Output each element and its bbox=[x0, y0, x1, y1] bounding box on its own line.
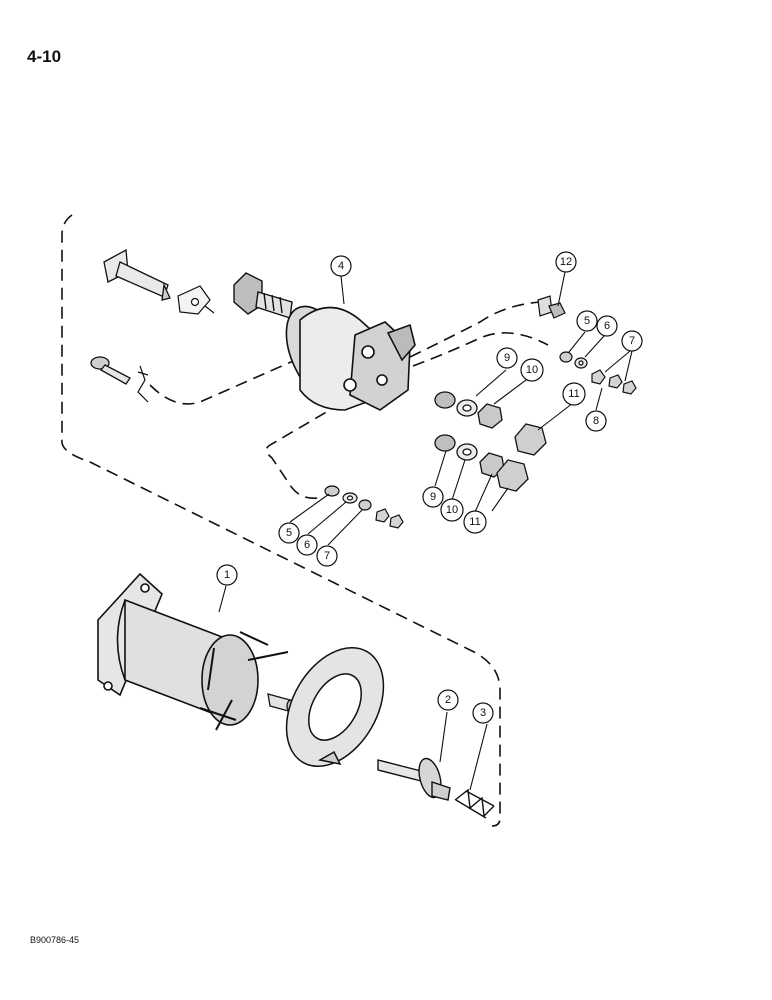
callout-8: 8 bbox=[585, 410, 607, 432]
spring bbox=[454, 788, 495, 819]
callout-4: 4 bbox=[330, 255, 352, 277]
svg-text:6: 6 bbox=[304, 539, 310, 551]
plunger bbox=[377, 757, 451, 801]
svg-text:4: 4 bbox=[338, 260, 344, 272]
contact-disk bbox=[285, 646, 385, 768]
lock-tab bbox=[177, 285, 215, 315]
svg-text:7: 7 bbox=[324, 550, 330, 562]
callout-6-upper: 6 bbox=[596, 315, 618, 337]
screw-left bbox=[90, 356, 131, 385]
callouts: 1 2 3 4 5 6 7 8 9 10 11 12 9 10 11 5 6 7 bbox=[216, 251, 643, 724]
callout-10-upper: 10 bbox=[520, 358, 544, 382]
callout-3: 3 bbox=[472, 702, 494, 724]
callout-11-lower: 11 bbox=[463, 510, 487, 534]
svg-text:3: 3 bbox=[480, 707, 486, 719]
svg-text:11: 11 bbox=[568, 388, 579, 400]
leader-lines bbox=[218, 271, 633, 791]
assembly-dash-lines bbox=[61, 214, 549, 827]
svg-text:1: 1 bbox=[224, 569, 230, 581]
callout-1: 1 bbox=[216, 564, 238, 586]
solenoid-cap bbox=[285, 305, 416, 411]
svg-text:8: 8 bbox=[593, 415, 599, 427]
svg-text:6: 6 bbox=[604, 320, 610, 332]
callout-5-upper: 5 bbox=[576, 310, 598, 332]
callout-10-lower: 10 bbox=[440, 498, 464, 522]
svg-text:12: 12 bbox=[560, 256, 572, 268]
svg-text:10: 10 bbox=[526, 364, 538, 376]
svg-text:2: 2 bbox=[445, 694, 451, 706]
hardware-lower-small bbox=[324, 485, 404, 529]
callout-9-upper: 9 bbox=[496, 347, 518, 369]
screw-12 bbox=[537, 295, 566, 319]
callout-7-upper: 7 bbox=[621, 330, 643, 352]
svg-text:10: 10 bbox=[446, 504, 458, 516]
figure-code: B900786-45 bbox=[30, 935, 80, 945]
svg-text:5: 5 bbox=[584, 315, 590, 327]
mounting-bolt-right bbox=[233, 272, 293, 319]
callout-11-upper: 11 bbox=[562, 382, 586, 406]
svg-text:11: 11 bbox=[469, 516, 480, 528]
svg-text:9: 9 bbox=[504, 352, 510, 364]
hardware-middle-row bbox=[434, 391, 547, 492]
callout-5-lower: 5 bbox=[278, 522, 300, 544]
callout-6-lower: 6 bbox=[296, 534, 318, 556]
svg-text:9: 9 bbox=[430, 491, 436, 503]
solenoid-body bbox=[97, 572, 289, 731]
svg-text:5: 5 bbox=[286, 527, 292, 539]
callout-9-lower: 9 bbox=[422, 486, 444, 508]
hardware-upper-right bbox=[559, 351, 637, 395]
callout-12: 12 bbox=[555, 251, 577, 273]
callout-2: 2 bbox=[437, 689, 459, 711]
callout-7-lower: 7 bbox=[316, 545, 338, 567]
page-number: 4-10 bbox=[27, 47, 62, 66]
svg-text:7: 7 bbox=[629, 335, 635, 347]
mounting-bolt-left bbox=[103, 248, 171, 301]
clip-bracket bbox=[137, 365, 149, 403]
